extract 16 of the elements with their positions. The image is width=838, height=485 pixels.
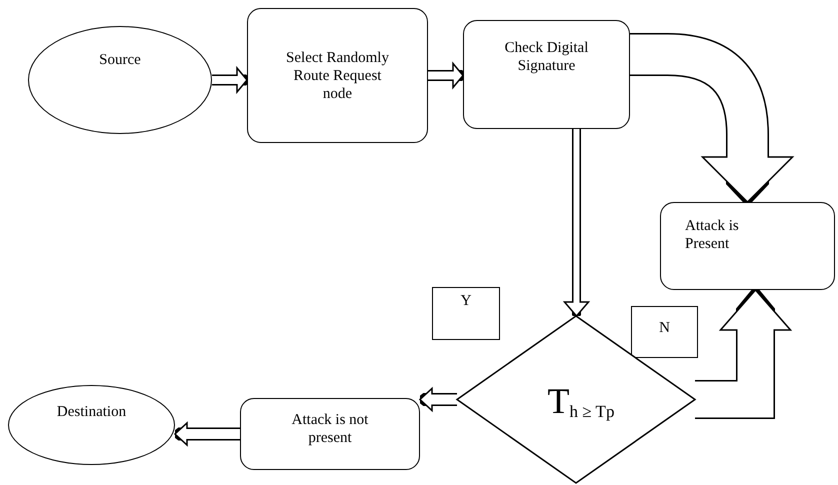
node-label: Source (99, 51, 141, 69)
process-box (247, 8, 428, 143)
node-label: Select Randomly Route Request node (285, 48, 390, 102)
node-label: Y (460, 292, 472, 310)
process-box (463, 20, 630, 129)
node-label: N (659, 319, 670, 337)
node-label: Attack is not present (290, 411, 370, 447)
node-label: Attack is Present (685, 217, 740, 253)
branch-label (631, 306, 698, 358)
branch-label (432, 287, 500, 340)
node-label: Check Digital Signature (504, 39, 590, 75)
result-box (660, 202, 835, 290)
condition-text: T$_{h ≥ Tp}$ (548, 381, 614, 423)
node-label: Destination (56, 403, 126, 421)
result-box (240, 398, 420, 470)
decision-diamond (457, 316, 695, 483)
